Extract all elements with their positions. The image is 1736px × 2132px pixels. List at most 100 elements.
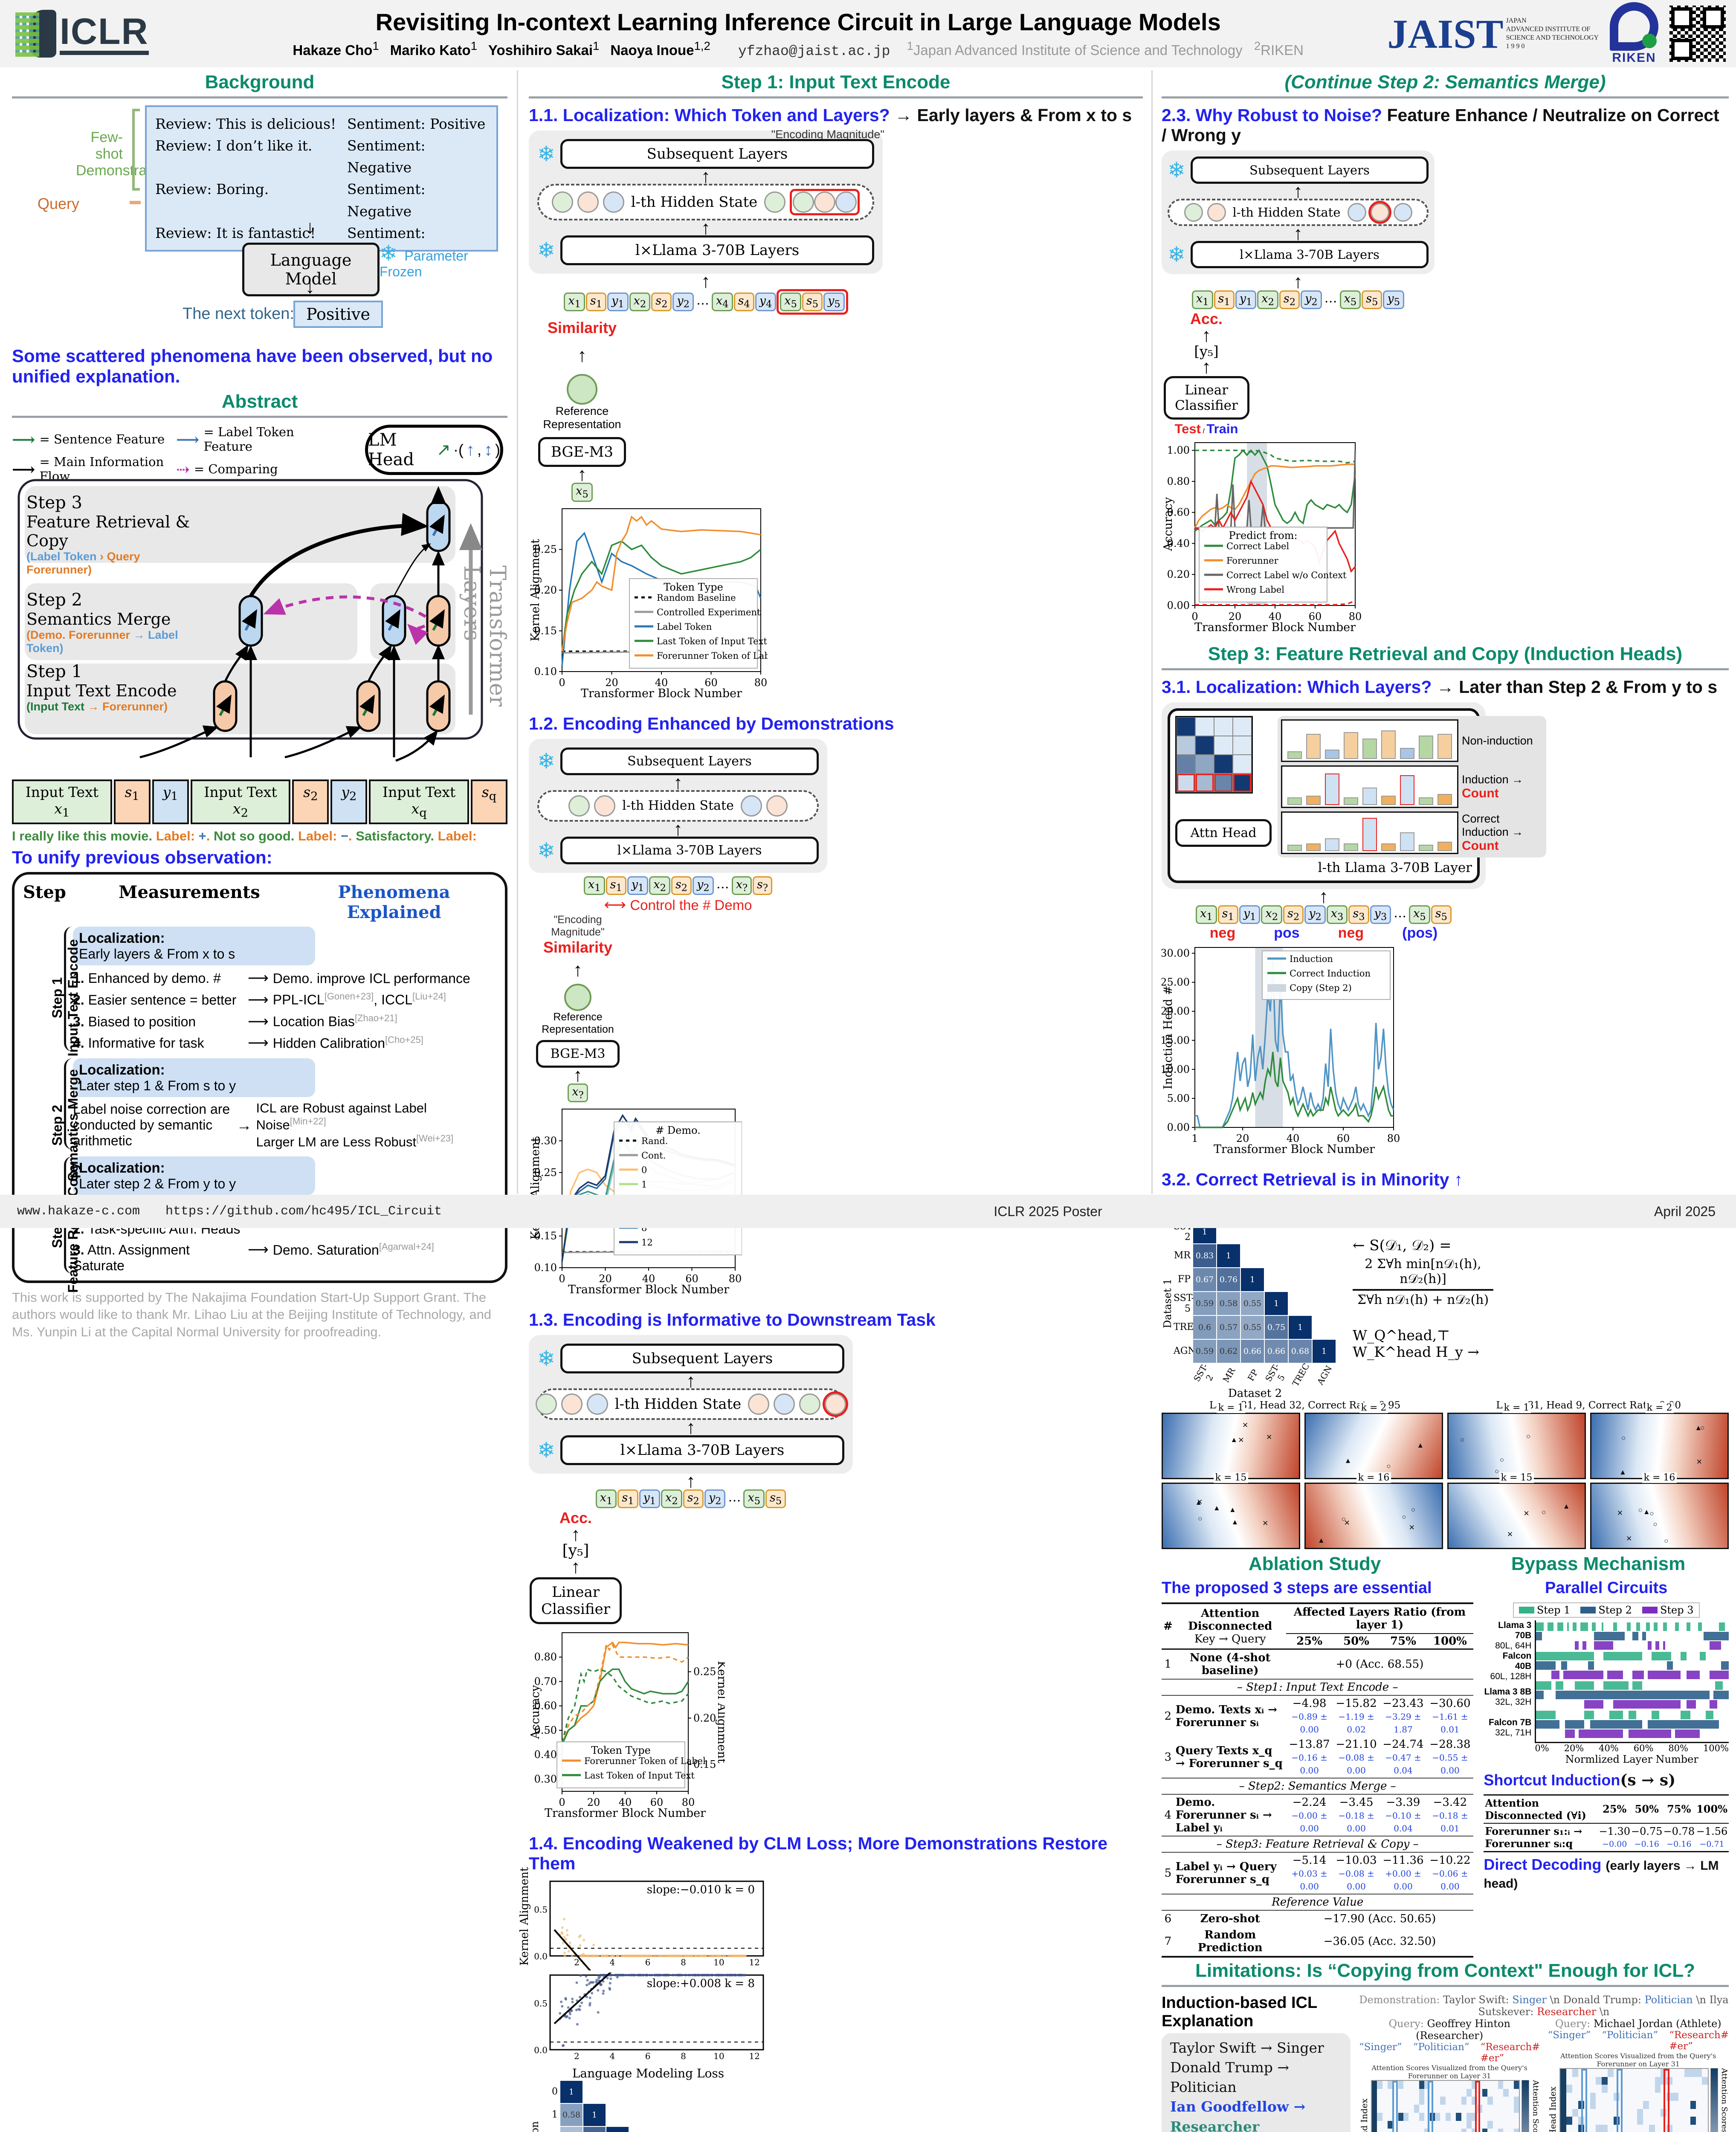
token: y1	[1235, 290, 1257, 309]
svg-text:5.00: 5.00	[1167, 1092, 1190, 1104]
ablation-title: The proposed 3 steps are essential	[1162, 1579, 1432, 1597]
svg-text:2: 2	[574, 2051, 580, 2061]
test-label: Test	[1174, 421, 1201, 437]
svg-text:Correct Induction: Correct Induction	[1290, 968, 1371, 979]
token: x4	[712, 292, 733, 311]
unify-step3-localization: Localization: Later step 2 & From y to y	[73, 1156, 315, 1195]
reference-representation-node	[567, 374, 597, 405]
shortcut-title: Shortcut Induction(s → s)	[1484, 1771, 1676, 1789]
token: y5	[823, 292, 845, 311]
footer-date: April 2025	[1654, 1203, 1716, 1219]
token: x1	[1196, 905, 1217, 924]
token: y2	[1301, 290, 1322, 309]
svg-text:0.10: 0.10	[534, 1262, 557, 1274]
svg-text:0.25: 0.25	[534, 543, 557, 555]
token: s5	[1431, 905, 1452, 924]
iclr-logo-icon	[13, 8, 60, 59]
token: x2	[1257, 290, 1278, 309]
svg-text:Last Token of Input Text: Last Token of Input Text	[657, 636, 767, 646]
svg-text:Label Token: Label Token	[657, 622, 712, 632]
qr-code[interactable]	[1669, 6, 1726, 62]
svg-text:0: 0	[1191, 611, 1198, 623]
acc-label: Acc.	[559, 1509, 592, 1527]
svg-text:4: 4	[609, 1957, 615, 1967]
query-token-1-1: x5	[529, 482, 635, 502]
unify-step1-localization: Localization: Early layers & From x to s	[73, 926, 315, 965]
token: s5	[1362, 290, 1382, 309]
token: y1	[639, 1489, 661, 1509]
svg-text:6: 6	[645, 2051, 651, 2061]
parallel-circuits-title: Parallel Circuits	[1545, 1579, 1668, 1597]
svg-text:0: 0	[559, 677, 565, 689]
acknowledgment: This work is supported by The Nakajima F…	[12, 1290, 492, 1339]
svg-text:0.80: 0.80	[534, 1651, 557, 1663]
train-label: Train	[1206, 421, 1238, 437]
query-token-1-2: x?	[529, 1083, 627, 1103]
abstract-input-token: y1	[152, 779, 189, 824]
poster-title: Revisiting In-context Learning Inference…	[375, 9, 1221, 35]
column-background: Background Few-shot Demonstrations Query…	[12, 72, 510, 1341]
attn-panel-query1: Query: Geoffrey Hinton (Researcher)“Sing…	[1359, 2018, 1540, 2132]
bypass-panel: k = 1✕✕✕▲	[1162, 1402, 1300, 1479]
svg-text:2: 2	[574, 1957, 580, 1967]
svg-text:1: 1	[641, 1179, 647, 1190]
svg-text:Copy (Step 2): Copy (Step 2)	[1290, 983, 1352, 993]
author: Yoshihiro Sakai1	[488, 39, 600, 58]
next-token-label: The next token:	[183, 305, 294, 323]
footer-github-link[interactable]: https://github.com/hc495/ICL_Circuit	[165, 1204, 442, 1219]
svg-text:Correct Label: Correct Label	[1226, 541, 1289, 551]
attn-matrix-3-1	[1175, 716, 1253, 794]
svg-text:1: 1	[1191, 1133, 1198, 1144]
background-figure: Few-shot Demonstrations Query Review: Th…	[12, 105, 507, 344]
svg-text:80: 80	[1349, 611, 1362, 623]
s12-title: 1.2. Encoding Enhanced by Demonstrations	[529, 713, 894, 733]
column-step3: (Continue Step 2: Semantics Merge) 2.3. …	[1160, 72, 1729, 2132]
svg-text:Transformer Block Number: Transformer Block Number	[581, 687, 742, 700]
token: s1	[606, 876, 626, 895]
token: x5	[1409, 905, 1430, 924]
token: y1	[627, 876, 649, 895]
unify-step2-phen2: Larger LM are Less Robust[Wei+23]	[256, 1133, 454, 1149]
heatmap-blue: Query Location0110.58120.470.8140.420.72…	[529, 2080, 1143, 2132]
svg-text:0.20: 0.20	[693, 1712, 716, 1724]
bypass-panel: k = 2○▲▲	[1304, 1402, 1443, 1479]
svg-text:20: 20	[605, 677, 618, 689]
step3-header: Step 3: Feature Retrieval and Copy (Indu…	[1208, 643, 1683, 665]
svg-text:0.30: 0.30	[534, 1773, 557, 1785]
svg-text:80: 80	[729, 1273, 742, 1285]
unify-item: 3. Attn. Assignment Saturate⟶Demo. Satur…	[73, 1241, 434, 1274]
footer-site-link[interactable]: www.hakaze-c.com	[17, 1204, 140, 1219]
token: s2	[671, 876, 692, 895]
s23-title: 2.3. Why Robust to Noise? Feature Enhanc…	[1162, 105, 1719, 145]
email[interactable]: yfzhao@jaist.ac.jp	[738, 43, 890, 59]
svg-text:Forerunner Token of Label: Forerunner Token of Label	[584, 1756, 706, 1766]
svg-text:Induction Head #: Induction Head #	[1162, 985, 1175, 1089]
svg-text:20.00: 20.00	[1162, 1005, 1190, 1017]
svg-text:Token Type: Token Type	[664, 581, 723, 593]
token: x5	[780, 292, 801, 311]
svg-text:10: 10	[713, 1957, 724, 1967]
svg-text:Rand.: Rand.	[641, 1136, 668, 1146]
token: y2	[1304, 905, 1326, 924]
token: x1	[564, 292, 585, 311]
author: Hakaze Cho1	[293, 39, 379, 58]
bypass-panel: k = 16✕○○✕▲○○	[1590, 1472, 1729, 1549]
step2-band-label: Step 2 Semantics Merge (Demo. Forerunner…	[26, 590, 178, 655]
svg-text:40: 40	[1287, 1133, 1300, 1144]
control-demo-label: ⟷ Control the # Demo	[604, 896, 752, 914]
token: y2	[704, 1489, 726, 1509]
attn-demo-line: Demonstration: Taylor Swift: Singer \n D…	[1359, 1993, 1729, 2018]
token: y4	[755, 292, 777, 311]
svg-text:Wrong Label: Wrong Label	[1226, 585, 1284, 595]
svg-text:10.00: 10.00	[1162, 1063, 1190, 1075]
